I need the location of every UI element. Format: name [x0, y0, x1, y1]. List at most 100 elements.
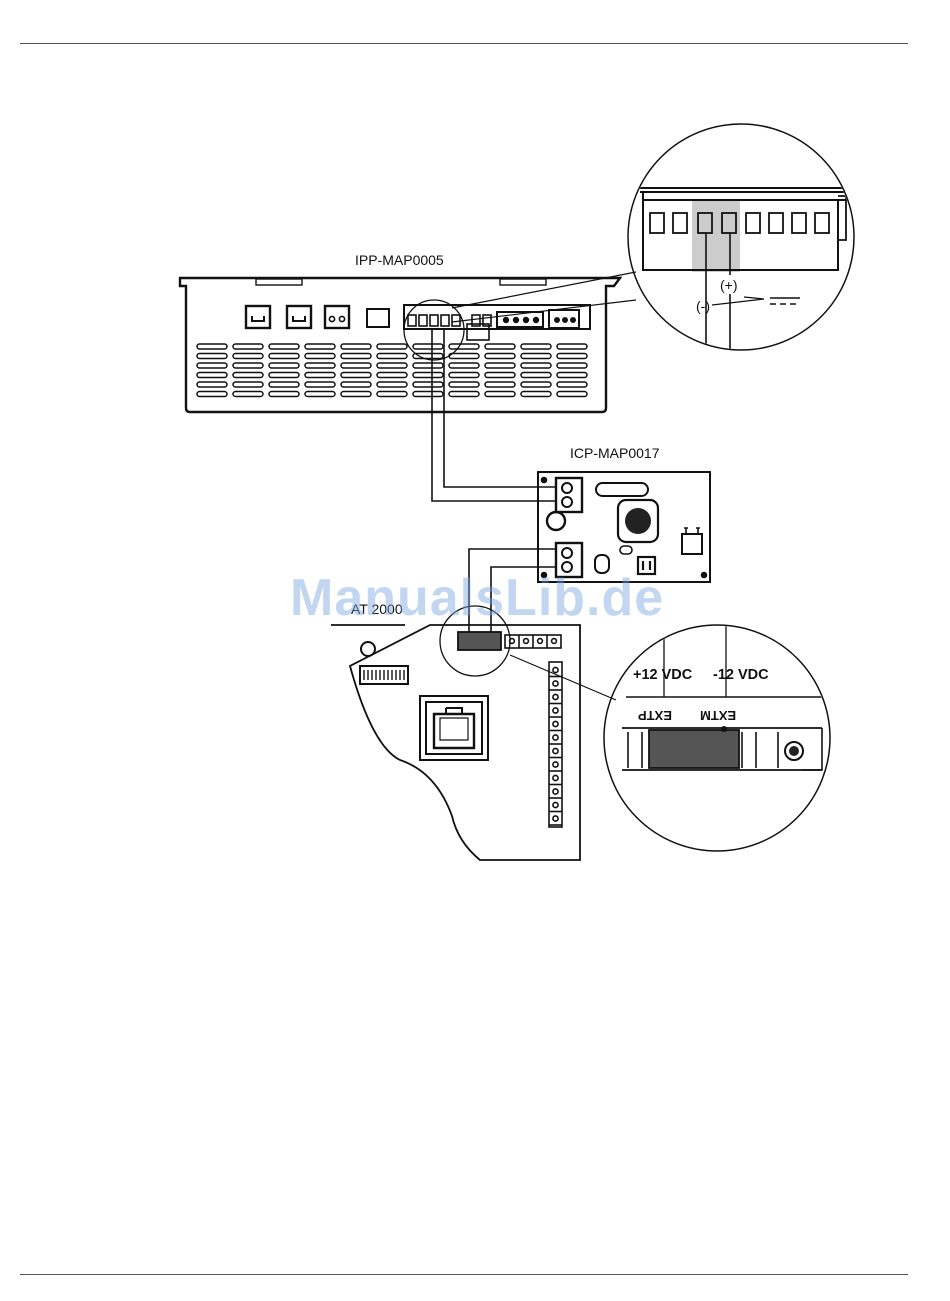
icp-title: ICP-MAP0017 [570, 445, 659, 461]
at2000-zoom-leader [510, 655, 616, 700]
ipp-panel [180, 278, 620, 412]
side-terminal-screw [553, 667, 558, 672]
vent-slot [485, 382, 515, 387]
vent-slot [341, 344, 371, 349]
vent-slot [233, 382, 263, 387]
vent-slot [197, 344, 227, 349]
side-terminal-screw [553, 789, 558, 794]
vent-slot [197, 354, 227, 359]
vent-slot [197, 373, 227, 378]
vent-slot [485, 344, 515, 349]
at2000-top-terminals [505, 635, 561, 648]
vent-slot [449, 382, 479, 387]
vent-slot [485, 363, 515, 368]
vent-slot [269, 373, 299, 378]
vent-slot [377, 344, 407, 349]
vent-slot [197, 382, 227, 387]
vent-slot [413, 382, 443, 387]
side-terminal-screw [553, 721, 558, 726]
vent-slot [377, 392, 407, 397]
side-terminal-screw [553, 708, 558, 713]
vent-slot [269, 382, 299, 387]
vent-slot [305, 344, 335, 349]
ipp-terminal-zoom [628, 124, 854, 355]
vent-slot [377, 354, 407, 359]
side-terminal-screw [553, 681, 558, 686]
vent-slot [449, 392, 479, 397]
extp-label: EXTP [638, 708, 672, 723]
vent-slot [521, 382, 551, 387]
vent-slot [341, 382, 371, 387]
vent-slot [521, 354, 551, 359]
vent-slot [341, 354, 371, 359]
icp-round-component [547, 512, 565, 530]
vent-slot [305, 392, 335, 397]
vent-slot [197, 392, 227, 397]
vent-slot [233, 363, 263, 368]
vent-slot [233, 392, 263, 397]
vent-slot [521, 373, 551, 378]
vent-slot [377, 373, 407, 378]
icp-board [538, 472, 710, 582]
ipp-connector-1 [246, 306, 270, 328]
vent-slot [305, 382, 335, 387]
at2000-side-terminals [549, 662, 562, 827]
at2000-jumper-block [458, 632, 501, 650]
vent-slot [413, 392, 443, 397]
ipp-vent-slots [197, 344, 587, 397]
ipp-title: IPP-MAP0005 [355, 252, 444, 268]
side-terminal-screw [553, 775, 558, 780]
vent-slot [557, 354, 587, 359]
vent-slot [341, 392, 371, 397]
vent-slot [377, 382, 407, 387]
vent-slot [269, 344, 299, 349]
vent-slot [449, 363, 479, 368]
vent-slot [557, 373, 587, 378]
vent-slot [521, 392, 551, 397]
vent-slot [557, 382, 587, 387]
vent-slot [557, 344, 587, 349]
extm-label: EXTM [700, 708, 736, 723]
side-terminal-screw [553, 802, 558, 807]
vent-slot [197, 363, 227, 368]
vent-slot [557, 392, 587, 397]
ipp-square-indicator [367, 309, 389, 327]
vent-slot [269, 363, 299, 368]
side-terminal-screw [553, 762, 558, 767]
minus-marker: (-) [696, 298, 710, 314]
watermark: ManualsLib.de [290, 568, 664, 628]
vent-slot [305, 363, 335, 368]
ipp-connector-2 [287, 306, 311, 328]
vent-slot [485, 392, 515, 397]
vent-slot [233, 354, 263, 359]
vent-slot [485, 373, 515, 378]
vent-slot [557, 363, 587, 368]
side-terminal-screw [553, 816, 558, 821]
vent-slot [341, 373, 371, 378]
at2000-dip-switch [360, 666, 408, 684]
minus-12vdc-label: -12 VDC [713, 667, 769, 683]
vent-slot [305, 373, 335, 378]
icp-oval-slot [596, 483, 648, 496]
vent-slot [233, 344, 263, 349]
vent-slot [413, 354, 443, 359]
vent-slot [413, 344, 443, 349]
icp-input-terminal [556, 478, 582, 512]
at2000-rj45-port [420, 696, 488, 760]
vent-slot [377, 363, 407, 368]
plus-12vdc-label: +12 VDC [633, 667, 692, 683]
side-terminal-screw [553, 735, 558, 740]
vent-slot [413, 363, 443, 368]
vent-slot [449, 373, 479, 378]
vent-slot [269, 354, 299, 359]
plus-marker: (+) [720, 277, 738, 293]
vent-slot [305, 354, 335, 359]
side-terminal-screw [553, 748, 558, 753]
vent-slot [233, 373, 263, 378]
ipp-connector-3 [325, 306, 349, 328]
at2000-board [331, 606, 580, 860]
vent-slot [269, 392, 299, 397]
vent-slot [341, 363, 371, 368]
vent-slot [449, 344, 479, 349]
